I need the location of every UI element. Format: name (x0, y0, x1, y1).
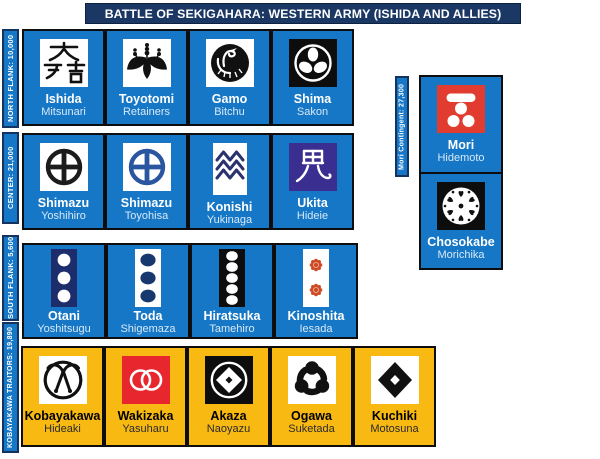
interlocked-rings-mon-icon (121, 356, 170, 404)
three-dots-mon-icon (51, 249, 77, 307)
unit-subtitle: Sakon (296, 106, 329, 119)
flank-label-center: CENTER: 21,000 (2, 132, 19, 224)
ishida-mon-icon (39, 39, 88, 87)
unit-subtitle: Yoshitsugu (37, 323, 91, 336)
zigzag-waves-mon-icon (212, 143, 247, 195)
unit-name: Kuchiki (371, 409, 418, 423)
unit-card-akaza: Akaza Naoyazu (187, 346, 270, 447)
unit-name: Toda (133, 309, 163, 323)
cross-circle-blue-mon-icon (122, 143, 171, 191)
unit-card-ishida: Ishida Mitsunari (22, 29, 105, 126)
crane-mon-icon (205, 39, 254, 87)
oak-leaves-mon-icon (288, 39, 337, 87)
unit-card-shimazu-yoshihiro: Shimazu Yoshihiro (22, 133, 105, 230)
ji-kanji-mon-icon (288, 143, 337, 191)
unit-subtitle: Shigemaza (120, 323, 176, 336)
page-title: BATTLE OF SEKIGAHARA: WESTERN ARMY (ISHI… (85, 3, 521, 24)
unit-card-chosokabe: Chosokabe Morichika (419, 172, 503, 270)
unit-name: Toyotomi (118, 92, 175, 106)
two-blossoms-mon-icon (303, 249, 329, 307)
crossed-sickles-mon-icon (38, 356, 87, 404)
unit-card-toda: Toda Shigemaza (106, 243, 190, 339)
unit-subtitle: Hideie (296, 210, 329, 223)
katabami-disc-mon-icon (437, 182, 485, 230)
unit-name: Shimazu (37, 196, 90, 210)
unit-card-kuchiki: Kuchiki Motosuna (353, 346, 436, 447)
unit-subtitle: Naoyazu (206, 423, 251, 436)
unit-subtitle: Retainers (122, 106, 171, 119)
unit-subtitle: Yoshihiro (41, 210, 86, 223)
mitsudomoe-mon-icon (287, 356, 336, 404)
unit-name: Mori (447, 138, 475, 152)
unit-name: Shimazu (120, 196, 173, 210)
unit-name: Kobayakawa (24, 409, 101, 423)
unit-subtitle: Toyohisa (124, 210, 169, 223)
unit-subtitle: Hidemoto (437, 152, 485, 165)
unit-card-shimazu-toyohisa: Shimazu Toyohisa (105, 133, 188, 230)
unit-name: Gamo (211, 92, 248, 106)
paulownia-mon-icon (122, 39, 171, 87)
unit-subtitle: Motosuna (370, 423, 419, 436)
unit-name: Wakizaka (117, 409, 174, 423)
diamond-in-ring-mon-icon (204, 356, 253, 404)
flank-label-south: SOUTH FLANK: 5,600 (2, 235, 19, 321)
unit-card-shima: Shima Sakon (271, 29, 354, 126)
unit-name: Kinoshita (287, 309, 345, 323)
three-ovals-mon-icon (135, 249, 161, 307)
unit-name: Shima (293, 92, 332, 106)
unit-card-ogawa: Ogawa Suketada (270, 346, 353, 447)
flank-label-traitors: KOBAYAKAWA TRAITORS: 19,890 (2, 322, 19, 453)
unit-card-ukita: Ukita Hideie (271, 133, 354, 230)
unit-card-konishi: Konishi Yukinaga (188, 133, 271, 230)
unit-card-gamo: Gamo Bitchu (188, 29, 271, 126)
five-dots-mon-icon (219, 249, 245, 307)
unit-card-toyotomi: Toyotomi Retainers (105, 29, 188, 126)
unit-name: Hiratsuka (203, 309, 261, 323)
hollow-diamond-mon-icon (370, 356, 419, 404)
unit-name: Konishi (206, 200, 253, 214)
unit-subtitle: Suketada (288, 423, 335, 436)
unit-subtitle: Tamehiro (209, 323, 255, 336)
unit-subtitle: Bitchu (214, 106, 245, 119)
cross-circle-black-mon-icon (39, 143, 88, 191)
unit-card-otani: Otani Yoshitsugu (22, 243, 106, 339)
unit-subtitle: Yasuharu (122, 423, 169, 436)
unit-card-kinoshita: Kinoshita Iesada (274, 243, 358, 339)
unit-name: Chosokabe (427, 235, 495, 249)
unit-name: Akaza (210, 409, 247, 423)
unit-name: Otani (48, 309, 80, 323)
unit-subtitle: Iesada (299, 323, 333, 336)
unit-subtitle: Yukinaga (206, 214, 253, 227)
unit-card-kobayakawa: Kobayakawa Hideaki (21, 346, 104, 447)
unit-name: Ukita (297, 196, 328, 210)
unit-card-wakizaka: Wakizaka Yasuharu (104, 346, 187, 447)
bar-three-stars-mon-icon (437, 85, 485, 133)
unit-subtitle: Morichika (437, 249, 485, 262)
flank-label-north: NORTH FLANK: 10,000 (2, 29, 19, 128)
unit-name: Ishida (45, 92, 82, 106)
unit-card-mori: Mori Hidemoto (419, 75, 503, 174)
unit-card-hiratsuka: Hiratsuka Tamehiro (190, 243, 274, 339)
mori-contingent-label: Mori Contingent: 27,300 (395, 76, 409, 177)
unit-name: Ogawa (291, 409, 332, 423)
unit-subtitle: Mitsunari (41, 106, 86, 119)
unit-subtitle: Hideaki (44, 423, 81, 436)
